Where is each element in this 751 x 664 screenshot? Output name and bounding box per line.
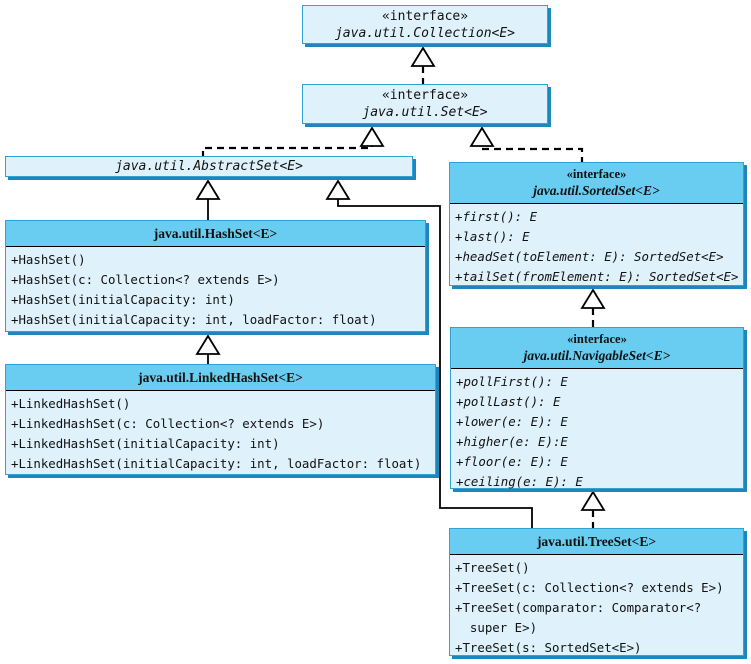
interface-header: «interface» java.util.NavigableSet<E> — [451, 328, 743, 369]
member-row: +LinkedHashSet(initialCapacity: int, loa… — [11, 456, 422, 471]
stereotype-label: «interface» — [567, 332, 627, 346]
arrowhead-hashset-abstractset — [195, 179, 221, 200]
arrowhead-treeset-navigableset — [580, 490, 606, 511]
member-row: +floor(e: E): E — [456, 454, 568, 469]
member-row: +pollLast(): E — [456, 394, 561, 409]
stereotype-label: «interface» — [381, 8, 469, 24]
member-row: +headSet(toElement: E): SortedSet<E> — [455, 249, 724, 264]
class-name: java.util.HashSet<E> — [153, 225, 278, 241]
member-compartment: +HashSet() +HashSet(c: Collection<? exte… — [6, 247, 425, 330]
member-compartment: +first(): E +last(): E +headSet(toElemen… — [450, 204, 743, 287]
class-name: java.util.Set<E> — [362, 105, 488, 120]
arrowhead-sortedset-set — [469, 126, 495, 147]
uml-box-hashset: java.util.HashSet<E> +HashSet() +HashSet… — [5, 220, 426, 332]
uml-box-set: «interface» java.util.Set<E> — [302, 84, 548, 124]
member-row: +pollFirst(): E — [456, 374, 568, 389]
class-name: java.util.AbstractSet<E> — [115, 159, 303, 174]
uml-box-sortedset: «interface» java.util.SortedSet<E> +firs… — [449, 162, 744, 286]
uml-box-abstractset: java.util.AbstractSet<E> — [5, 156, 413, 177]
member-row: +TreeSet(s: SortedSet<E>) — [455, 640, 642, 655]
arrowhead-linkedhashset-hashset — [195, 334, 221, 355]
arrowhead-treeset-abstractset — [325, 179, 351, 200]
member-compartment: +pollFirst(): E +pollLast(): E +lower(e:… — [451, 369, 743, 492]
uml-box-collection: «interface» java.util.Collection<E> — [302, 5, 548, 44]
stereotype-label: «interface» — [381, 88, 469, 103]
member-row: +higher(e: E):E — [456, 434, 568, 449]
class-name: java.util.LinkedHashSet<E> — [138, 369, 303, 385]
member-row: +LinkedHashSet(initialCapacity: int) — [11, 436, 280, 451]
member-row: +lower(e: E): E — [456, 414, 568, 429]
class-name: java.util.Collection<E> — [334, 25, 515, 41]
member-row: +TreeSet(comparator: Comparator<? — [455, 600, 702, 615]
member-row: +tailSet(fromElement: E): SortedSet<E> — [455, 269, 739, 284]
member-row: +HashSet(initialCapacity: int, loadFacto… — [11, 312, 377, 327]
member-row: +HashSet(initialCapacity: int) — [11, 292, 235, 307]
member-row: +ceiling(e: E): E — [456, 474, 583, 489]
arrowhead-navigableset-sortedset — [580, 288, 606, 309]
member-row: +first(): E — [455, 209, 538, 224]
member-row: +TreeSet() — [455, 560, 530, 575]
member-compartment: +LinkedHashSet() +LinkedHashSet(c: Colle… — [6, 391, 435, 474]
member-row: +last(): E — [455, 229, 530, 244]
class-header: java.util.LinkedHashSet<E> — [6, 365, 435, 391]
uml-box-navigableset: «interface» java.util.NavigableSet<E> +p… — [450, 327, 744, 489]
member-row: +LinkedHashSet(c: Collection<? extends E… — [11, 416, 325, 431]
class-name: java.util.NavigableSet<E> — [523, 348, 671, 363]
member-compartment: +TreeSet() +TreeSet(c: Collection<? exte… — [450, 555, 743, 658]
class-name: java.util.SortedSet<E> — [533, 183, 660, 198]
class-name: java.util.TreeSet<E> — [536, 533, 657, 549]
arrowhead-set-collection — [410, 46, 436, 67]
interface-header: «interface» java.util.SortedSet<E> — [450, 163, 743, 204]
member-row: +HashSet() — [11, 252, 86, 267]
uml-box-linkedhashset: java.util.LinkedHashSet<E> +LinkedHashSe… — [5, 364, 436, 475]
class-header: java.util.HashSet<E> — [6, 221, 425, 247]
member-row: +TreeSet(c: Collection<? extends E>) — [455, 580, 724, 595]
arrowhead-abstractset-set — [359, 126, 385, 147]
class-header: java.util.TreeSet<E> — [450, 529, 743, 555]
member-row: super E>) — [455, 620, 538, 635]
member-row: +HashSet(c: Collection<? extends E>) — [11, 272, 280, 287]
uml-box-treeset: java.util.TreeSet<E> +TreeSet() +TreeSet… — [449, 528, 744, 656]
stereotype-label: «interface» — [566, 167, 627, 181]
member-row: +LinkedHashSet() — [11, 396, 131, 411]
